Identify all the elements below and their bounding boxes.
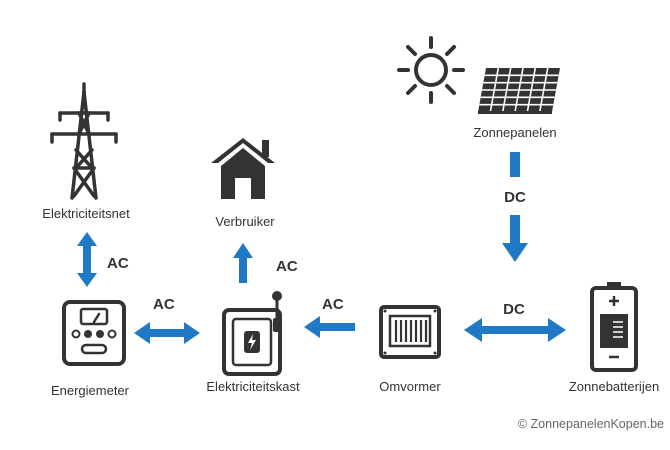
breaker-box-icon	[222, 291, 282, 376]
flow-label-meter-box: AC	[153, 296, 175, 313]
arrow-panels-inverter-head	[502, 215, 528, 262]
label-consumer: Verbruiker	[215, 214, 275, 229]
flow-label-grid-meter: AC	[107, 255, 129, 272]
arrow-meter-breakerbox	[134, 322, 200, 344]
arrow-grid-meter	[77, 232, 97, 287]
house-icon	[211, 138, 275, 199]
sun-icon	[397, 36, 465, 104]
flow-label-box-consumer: AC	[276, 258, 298, 275]
flow-label-inverter-box: AC	[322, 296, 344, 313]
solar-panel-icon	[478, 67, 560, 114]
label-meter: Energiemeter	[51, 383, 130, 398]
flow-label-inverter-battery: DC	[503, 301, 525, 318]
label-grid: Elektriciteitsnet	[42, 206, 130, 221]
label-battery: Zonnebatterijen	[569, 379, 659, 394]
energy-meter-icon	[62, 300, 126, 366]
arrow-breakerbox-consumer	[233, 243, 253, 283]
battery-icon	[590, 282, 638, 372]
inverter-icon	[379, 305, 441, 359]
label-solar-panels: Zonnepanelen	[473, 125, 556, 140]
flow-label-panels-inverter: DC	[504, 189, 526, 206]
copyright-text: © ZonnepanelenKopen.be	[518, 417, 664, 431]
label-breaker-box: Elektriciteitskast	[206, 379, 300, 394]
arrow-panels-inverter-stem	[510, 152, 520, 177]
transmission-tower-icon	[50, 82, 118, 200]
arrow-inverter-battery	[464, 318, 566, 342]
arrow-inverter-breakerbox	[304, 316, 355, 338]
label-inverter: Omvormer	[379, 379, 441, 394]
